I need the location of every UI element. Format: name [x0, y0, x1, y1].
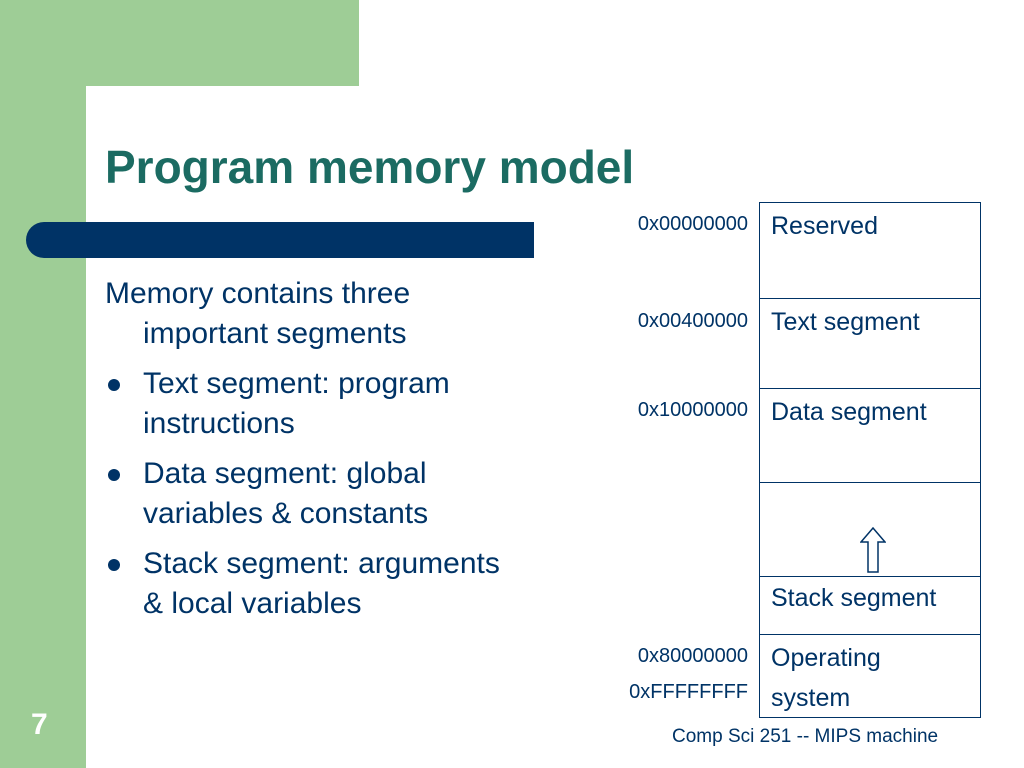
- address-label: 0x10000000: [637, 399, 748, 421]
- segment-reserved: Reserved: [759, 202, 981, 299]
- slide-body: Memory contains three important segments…: [105, 274, 525, 634]
- segment-label: Operating: [771, 644, 881, 672]
- bullet-text: Text segment: program instructions: [143, 367, 450, 440]
- segment-data: Data segment: [759, 389, 981, 483]
- address-label: 0x00400000: [637, 310, 748, 332]
- segment-label: Reserved: [771, 212, 878, 240]
- segment-text: Text segment: [759, 299, 981, 389]
- segment-operating-system: Operating system: [759, 635, 981, 718]
- segment-label: system: [771, 684, 851, 712]
- segment-label: Stack segment: [771, 584, 937, 612]
- green-frame-left: [0, 0, 86, 768]
- bullet-item: Stack segment: arguments & local variabl…: [105, 544, 525, 624]
- bullet-text: Data segment: global variables & constan…: [143, 457, 429, 530]
- slide-number: 7: [31, 708, 48, 741]
- up-arrow-icon: [860, 527, 886, 573]
- bullet-icon: [108, 469, 120, 481]
- bullet-text: Stack segment: arguments & local variabl…: [143, 547, 500, 620]
- bullet-item: Text segment: program instructions: [105, 364, 525, 444]
- address-label: 0x80000000: [637, 645, 748, 667]
- green-frame-top: [0, 0, 359, 86]
- segment-stack: Stack segment: [759, 577, 981, 635]
- bullet-icon: [108, 379, 120, 391]
- slide-title: Program memory model: [105, 141, 635, 193]
- memory-map: Reserved Text segment Data segment Stack…: [759, 202, 981, 718]
- segment-label: Text segment: [771, 308, 920, 336]
- segment-free-space: [759, 483, 981, 577]
- segment-label: Data segment: [771, 398, 927, 426]
- bullet-item: Data segment: global variables & constan…: [105, 454, 525, 534]
- bullet-icon: [108, 559, 120, 571]
- title-underline-bar: [26, 222, 534, 258]
- bullet-list: Text segment: program instructions Data …: [105, 364, 525, 624]
- slide-footer: Comp Sci 251 -- MIPS machine: [672, 726, 939, 747]
- content-corner: [86, 86, 176, 176]
- intro-text: Memory contains three important segments: [105, 277, 411, 350]
- address-label: 0xFFFFFFFF: [629, 681, 748, 703]
- address-label: 0x00000000: [637, 213, 748, 235]
